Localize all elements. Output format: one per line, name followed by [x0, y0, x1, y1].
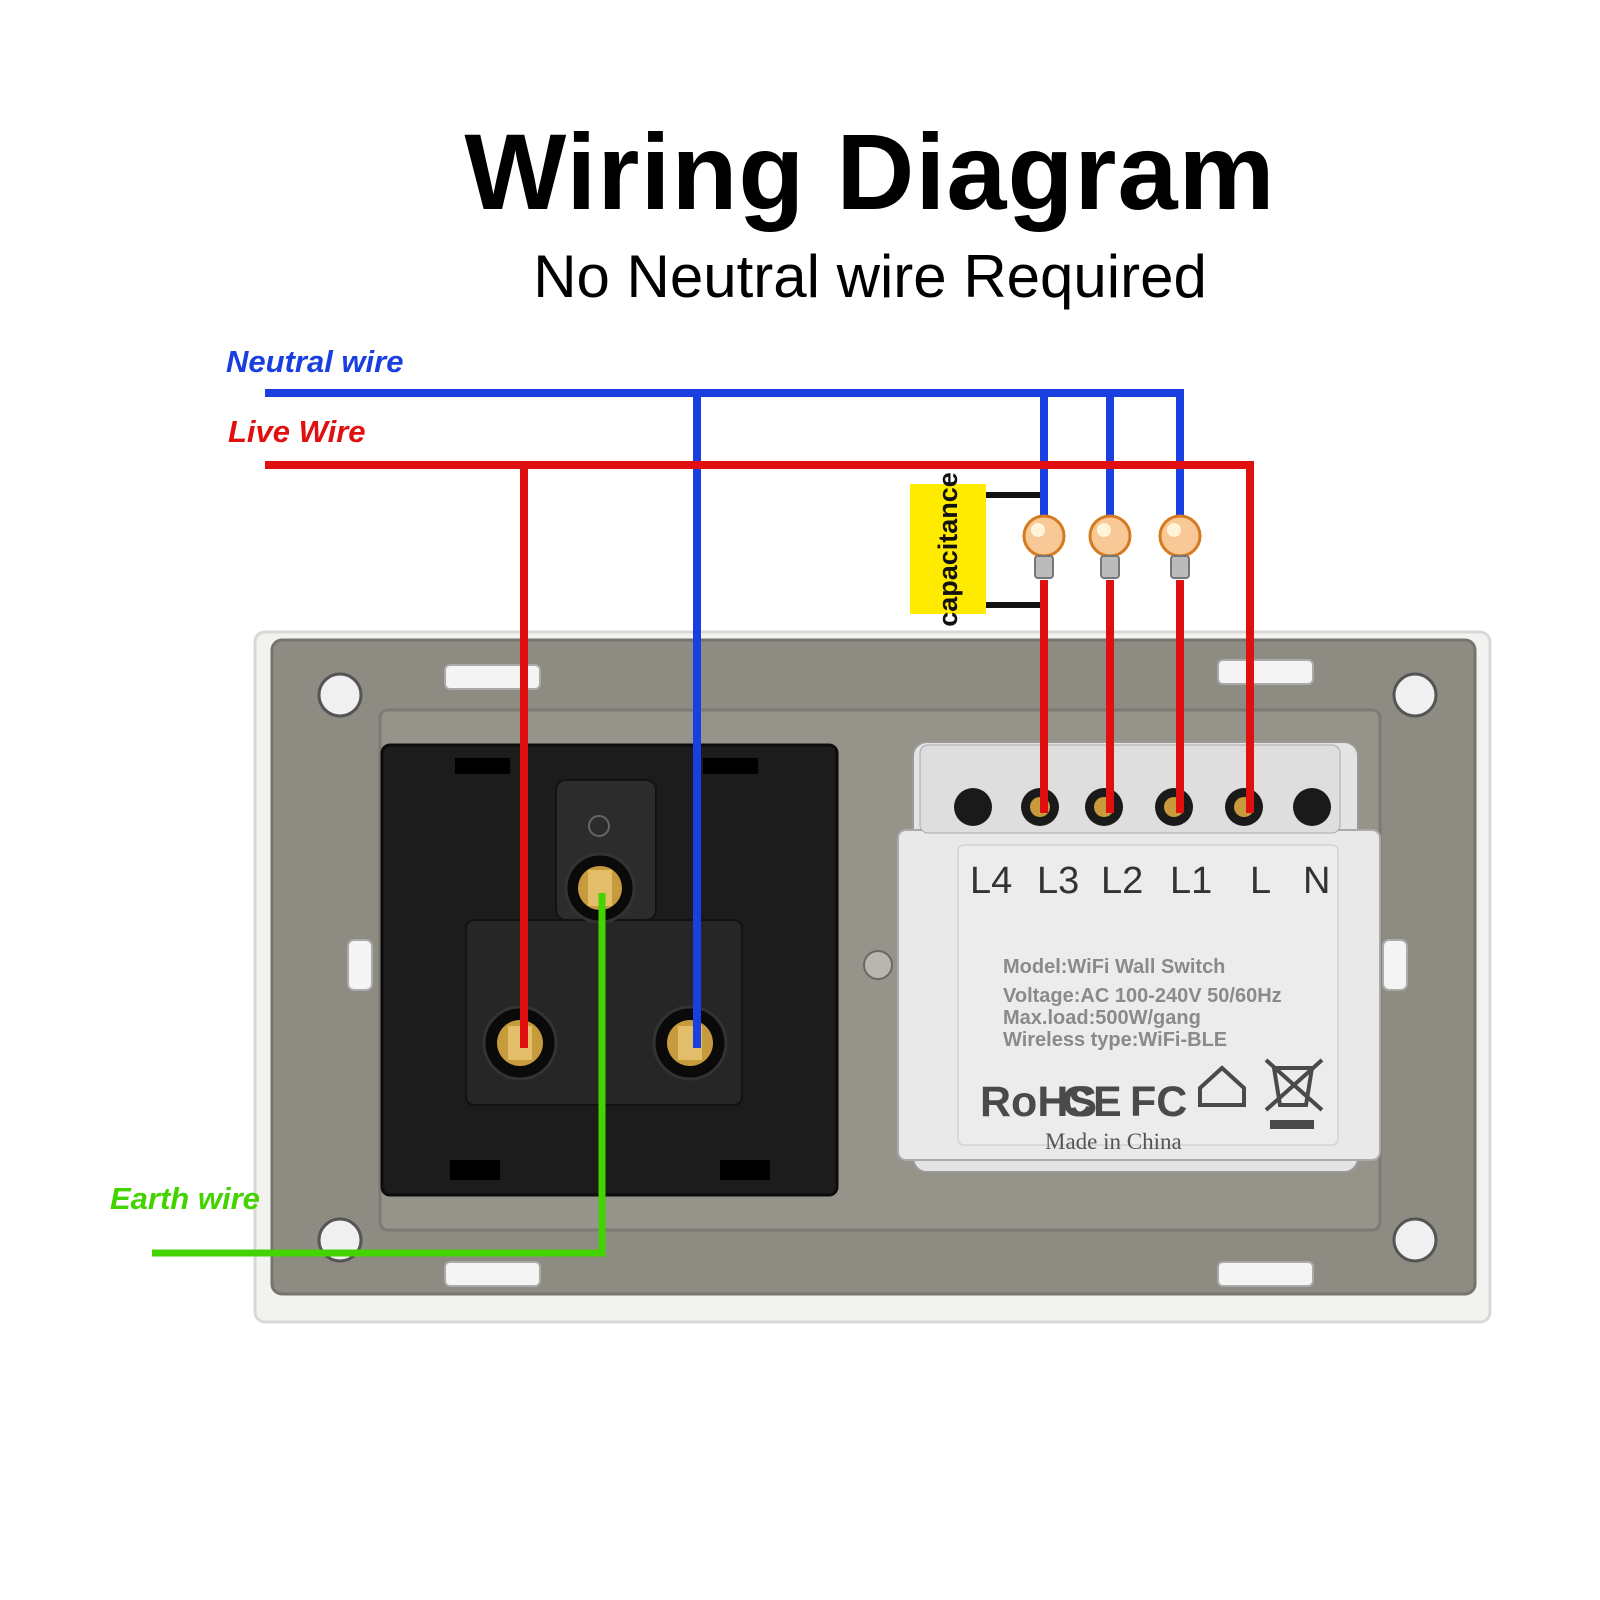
terminal-label-l4: L4 — [970, 860, 1013, 902]
earth-terminal — [564, 852, 636, 924]
light-bulb-icon — [1022, 514, 1066, 579]
module-spec-voltage: Voltage:AC 100-240V 50/60Hz — [1003, 985, 1282, 1007]
terminal-label-l2: L2 — [1101, 860, 1144, 902]
screw-hole-icon — [317, 672, 363, 718]
light-bulb-icon — [1088, 514, 1132, 579]
module-spec-load: Max.load:500W/gang — [1003, 1007, 1201, 1029]
plate-clip — [444, 1261, 541, 1287]
earth-symbol-icon — [588, 815, 610, 837]
wifi-switch-module — [897, 741, 1381, 1173]
terminal-label-l: L — [1250, 860, 1272, 902]
terminal-label-n: N — [1303, 860, 1331, 902]
neutral-main-wire — [265, 389, 1184, 522]
capacitor-label: capacitance — [932, 471, 963, 627]
plate-clip — [1217, 1261, 1314, 1287]
screw-hole-icon — [1392, 672, 1438, 718]
socket-neutral-terminal — [652, 1005, 728, 1081]
module-spec-model: Model:WiFi Wall Switch — [1003, 956, 1226, 978]
plate-clip — [1217, 659, 1314, 685]
center-pin-icon — [863, 950, 893, 980]
screw-hole-icon — [1392, 1217, 1438, 1263]
rohs-mark: RoHS — [980, 1078, 1098, 1126]
terminal-label-l3: L3 — [1037, 860, 1080, 902]
ce-mark: CE — [1062, 1078, 1122, 1126]
diagram-subtitle: No Neutral wire Required — [533, 243, 1207, 310]
socket-module — [380, 743, 839, 1197]
made-in-label: Made in China — [1045, 1129, 1182, 1154]
live-wire-label: Live Wire — [228, 414, 366, 449]
diagram-title: Wiring Diagram — [464, 111, 1276, 232]
weee-bin-icon — [1264, 1058, 1324, 1129]
plate-clip — [444, 664, 541, 690]
earth-wire-label: Earth wire — [110, 1181, 260, 1216]
capacitor-component: capacitance — [910, 472, 986, 626]
house-icon — [1198, 1065, 1246, 1107]
neutral-wire-label: Neutral wire — [226, 344, 404, 379]
light-bulb-icon — [1158, 514, 1202, 579]
live-main-wire — [265, 461, 1254, 813]
plate-clip — [1382, 939, 1408, 991]
terminal-label-l1: L1 — [1170, 860, 1213, 902]
plate-clip — [347, 939, 373, 991]
earth-wire — [152, 893, 606, 1257]
fc-mark: FC — [1130, 1078, 1188, 1126]
module-spec-wireless: Wireless type:WiFi-BLE — [1003, 1029, 1228, 1051]
